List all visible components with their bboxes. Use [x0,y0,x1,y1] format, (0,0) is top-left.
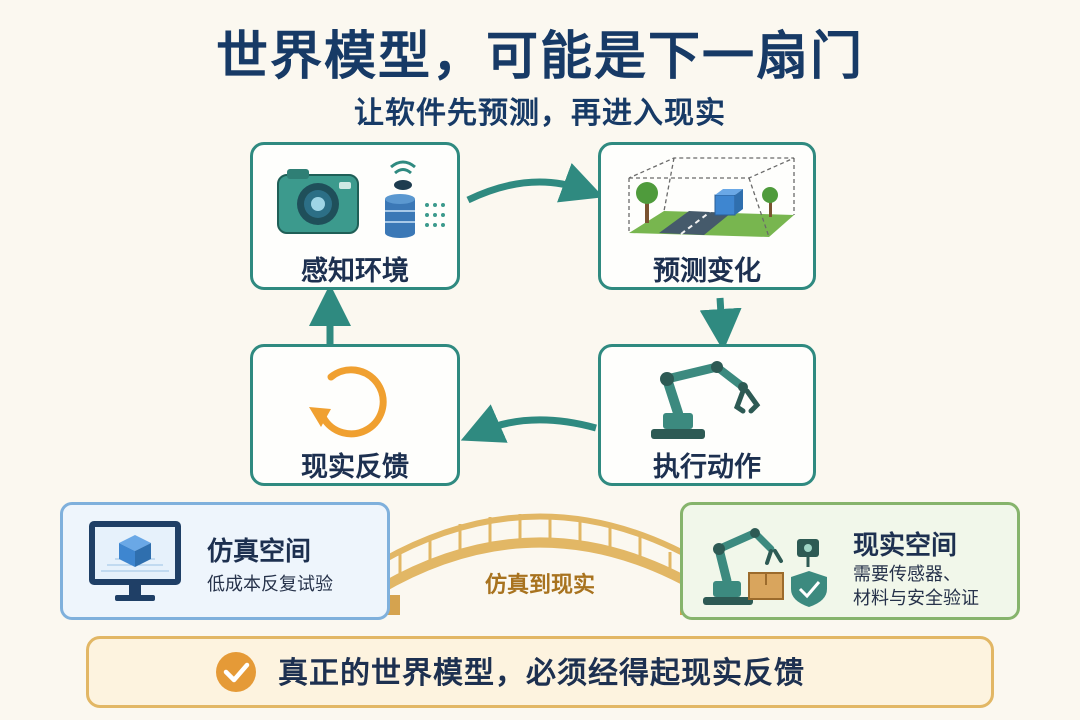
database-icon [385,194,415,238]
3d-scene-icon [628,157,795,238]
bridge-label: 仿真到现实 [484,573,595,598]
monitor-cube-icon [89,521,181,601]
arrow-predict-to-act [699,297,742,351]
cycle-arrow-icon [309,366,387,438]
simulation-panel: 仿真空间 低成本反复试验 [60,502,390,620]
reality-text-line2: 材料与安全验证 [853,588,979,609]
card-feedback-label: 现实反馈 [301,452,409,483]
simulation-text: 低成本反复试验 [207,574,333,595]
check-circle-icon [216,652,256,692]
conclusion-text: 真正的世界模型，必须经得起现实反馈 [278,656,805,691]
wireless-sensor-icon [390,160,416,190]
page-subtitle: 让软件先预测，再进入现实 [354,96,726,131]
reality-icons [703,528,827,607]
sensor-device-icon [797,539,819,567]
shield-check-icon [791,571,827,607]
simulation-title: 仿真空间 [207,537,312,567]
bridge-icon [367,513,713,615]
card-act: 执行动作 [598,344,816,486]
reality-title: 现实空间 [853,531,958,561]
card-perceive-label: 感知环境 [301,256,409,287]
card-perceive: 感知环境 [250,142,460,290]
camera-sensor-icons [277,160,445,238]
arrow-perceive-to-predict [466,163,604,204]
robot-arm-icon [651,361,761,439]
reality-text-line1: 需要传感器、 [853,564,961,585]
card-predict-label: 预测变化 [653,256,761,287]
arrow-act-to-feedback [460,404,597,443]
robot-arm-icon [703,528,783,605]
camera-icon [277,169,359,234]
card-feedback: 现实反馈 [250,344,460,486]
card-act-label: 执行动作 [653,452,761,483]
card-predict: 预测变化 [598,142,816,290]
page-title: 世界模型，可能是下一扇门 [215,27,864,87]
box-icon [748,572,784,600]
reality-panel: 现实空间 需要传感器、 材料与安全验证 [680,502,1020,620]
